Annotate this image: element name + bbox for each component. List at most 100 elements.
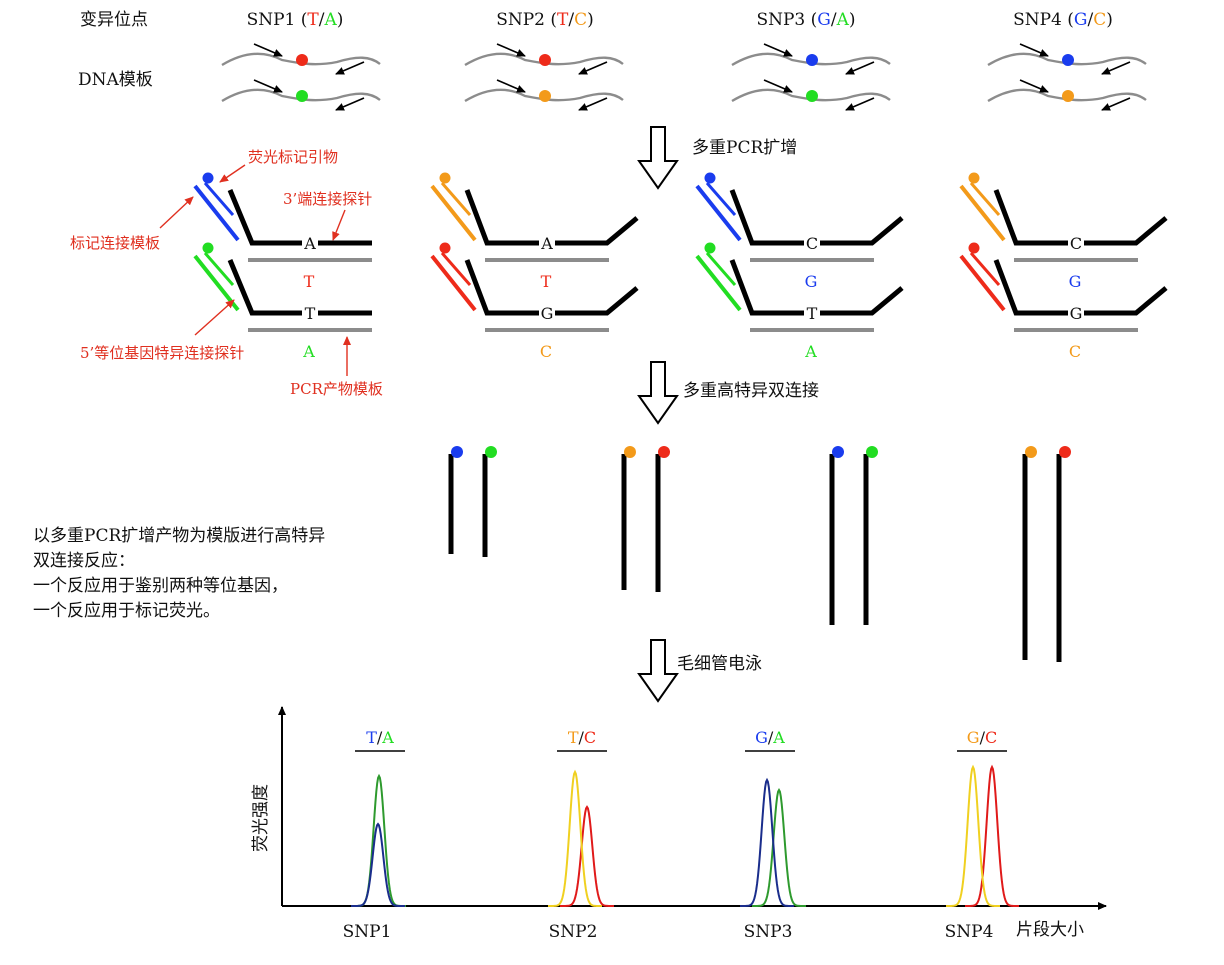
fluor-dot	[439, 172, 451, 184]
peak-curve	[548, 769, 602, 907]
allele-sep: /	[568, 10, 574, 30]
base-box	[302, 234, 318, 252]
snp-title: SNP3 (G/A)	[756, 10, 855, 30]
probe-base: A	[303, 234, 316, 253]
forward-primer-arrow	[763, 43, 793, 57]
fluor-dot	[704, 242, 716, 254]
labeled-template	[959, 254, 1006, 312]
reverse-primer-arrow	[335, 97, 365, 111]
snp-title: SNP1 (T/A)	[247, 10, 344, 30]
ligation-probe	[227, 189, 372, 246]
snp-titles: SNP1 (T/A)SNP2 (T/C)SNP3 (G/A)SNP4 (G/C)	[247, 10, 1113, 30]
peak-curve	[560, 805, 614, 907]
forward-primer-arrow	[1019, 79, 1049, 93]
allele-sep: /	[319, 10, 325, 30]
allele-1: T	[366, 728, 377, 747]
snp-title: SNP2 (T/C)	[496, 10, 594, 30]
allele-1: G	[1074, 10, 1088, 30]
description-line: 双连接反应：	[33, 551, 135, 571]
probe-base: A	[540, 234, 553, 253]
pcr-step-arrow	[637, 126, 679, 190]
fluor-primer-pointer	[219, 164, 246, 183]
description-line: 一个反应用于鉴别两种等位基因，	[33, 576, 288, 596]
forward-primer-arrow	[496, 43, 526, 57]
probe5-pointer	[194, 299, 235, 336]
fluor-primer	[705, 252, 737, 286]
snp-dot	[539, 90, 551, 102]
probe-base: G	[541, 304, 554, 323]
probe-base: C	[806, 234, 818, 253]
allele-sep: /	[1088, 10, 1094, 30]
snp-name: SNP1 (	[247, 10, 308, 30]
template-base: A	[302, 342, 315, 361]
reverse-primer-arrow	[335, 61, 365, 75]
labeled-template	[430, 184, 477, 242]
fluor-primer	[203, 252, 235, 286]
forward-primer-arrow	[253, 43, 283, 57]
fluor-dot	[968, 172, 980, 184]
snp-axis-label: SNP3	[744, 922, 793, 942]
fluor-dot	[658, 446, 670, 458]
snp-name: SNP2 (	[496, 10, 557, 30]
template-base: T	[304, 272, 315, 291]
fluor-dot	[202, 172, 214, 184]
fluor-dot	[968, 242, 980, 254]
fluor-dot	[624, 446, 636, 458]
template-base: G	[1069, 272, 1082, 291]
snp-dot	[296, 54, 308, 66]
snp-dot	[1062, 90, 1074, 102]
fluor-primer	[705, 182, 737, 216]
dna-template-label: DNA模板	[78, 70, 153, 90]
base-box	[539, 304, 555, 322]
fluor-dot	[1025, 446, 1037, 458]
allele-sep: /	[579, 728, 585, 747]
ligation-step-label: 多重高特异双连接	[683, 381, 819, 401]
allele-1: G	[755, 728, 768, 747]
template-base: C	[1069, 342, 1081, 361]
allele-2: A	[381, 728, 394, 747]
reverse-primer-arrow	[1101, 61, 1131, 75]
probe3-annotation: 3’端连接探针	[283, 190, 372, 208]
fluor-dot	[439, 242, 451, 254]
fluor-dot	[485, 446, 497, 458]
annotations: 荧光标记引物 标记连接模板 3’端连接探针 5’等位基因特异连接探针 PCR产物…	[70, 148, 383, 398]
dna-templates	[221, 43, 1147, 111]
allele-2: A	[836, 10, 850, 30]
fluor-dot	[451, 446, 463, 458]
reverse-primer-arrow	[578, 97, 608, 111]
peak-allele-label: G/A	[755, 728, 785, 747]
template-base: G	[805, 272, 818, 291]
allele-1: T	[307, 10, 319, 30]
allele-1: T	[568, 728, 579, 747]
forward-primer-arrow	[253, 79, 283, 93]
description-line: 以多重PCR扩增产物为模版进行高特异	[33, 526, 325, 546]
forward-primer-arrow	[1019, 43, 1049, 57]
peak-curve	[965, 764, 1019, 907]
probe-base: C	[1070, 234, 1082, 253]
peak-curve	[740, 777, 794, 907]
probe5-annotation: 5’等位基因特异连接探针	[80, 344, 244, 362]
allele-2: A	[323, 10, 337, 30]
fluor-primer	[969, 182, 1001, 216]
x-axis-label: 片段大小	[1016, 920, 1084, 940]
description-line: 一个反应用于标记荧光。	[33, 601, 220, 621]
peak-curve	[351, 822, 405, 907]
labeled-template	[430, 254, 477, 312]
allele-sep: /	[377, 728, 383, 747]
snp-dot	[806, 54, 818, 66]
base-box	[539, 234, 555, 252]
fluor-primer	[440, 182, 472, 216]
labeled-template	[695, 254, 742, 312]
allele-sep: /	[980, 728, 986, 747]
base-box	[804, 304, 820, 322]
allele-sep: /	[768, 728, 774, 747]
probe-base: T	[305, 304, 316, 323]
allele-2: C	[985, 728, 997, 747]
y-axis-label: 荧光强度	[251, 784, 271, 852]
peak-curve	[352, 773, 406, 907]
